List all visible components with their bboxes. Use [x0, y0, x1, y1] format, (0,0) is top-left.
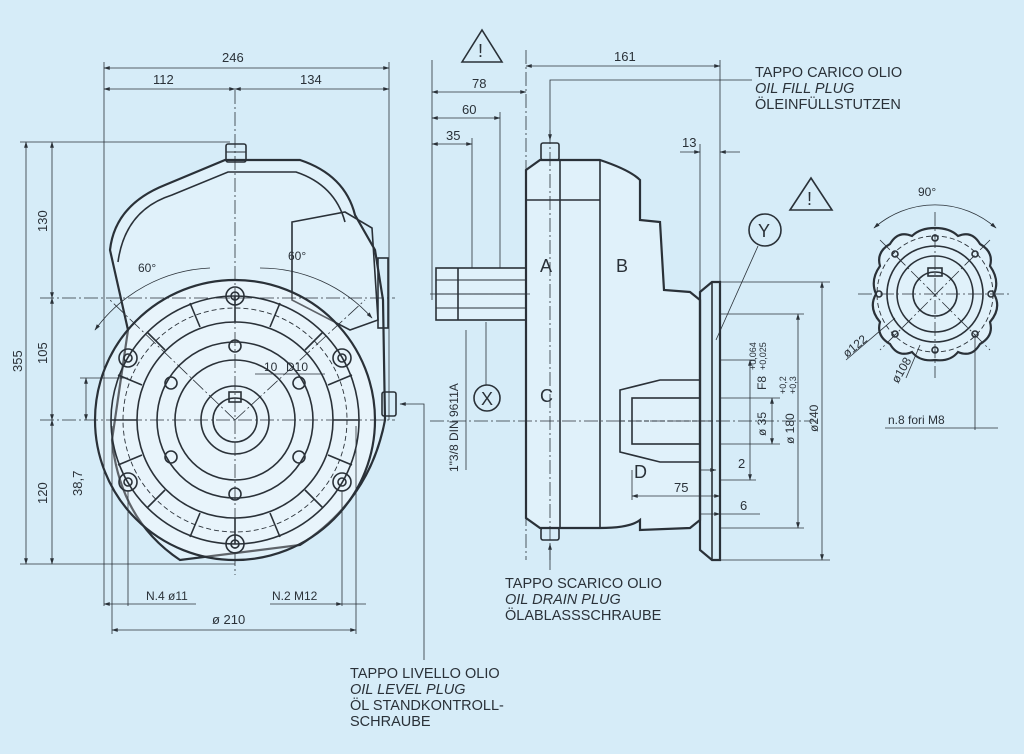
warning-icon-2: ! — [788, 176, 834, 211]
zone-b: B — [616, 256, 628, 276]
angle-right: 60° — [288, 249, 306, 263]
tol-b: +0,025 — [758, 342, 768, 370]
dim-dia-210: ø 210 — [212, 612, 245, 627]
dim-front-right: 134 — [300, 72, 322, 87]
dim-height-bottom: 120 — [35, 482, 50, 504]
dim-dia-35: ø 35 — [755, 412, 769, 436]
callout-fill: TAPPO CARICO OLIO OIL FILL PLUG ÖLEINFÜL… — [548, 65, 902, 141]
shaft-spec: 1"3/8 DIN 9611A — [447, 383, 461, 472]
dim-side-35: 35 — [446, 128, 460, 143]
dim-offset: 38,7 — [70, 471, 85, 496]
dim-holes-n4: N.4 ø11 — [146, 589, 188, 603]
level-label-de1: ÖL STANDKONTROLL- — [350, 696, 504, 714]
flange-detail-view: 90° ø122 ø108 n.8 fori M8 — [840, 185, 1012, 430]
level-label-it: TAPPO LIVELLO OLIO — [350, 666, 500, 682]
tol-a: +0,064 — [748, 342, 758, 370]
dim-dia-240: ø240 — [807, 404, 821, 432]
dim-side-13: 13 — [682, 135, 696, 150]
dim-75: 75 — [674, 480, 688, 495]
callout-level: TAPPO LIVELLO OLIO OIL LEVEL PLUG ÖL STA… — [350, 402, 504, 730]
balloon-x: X — [481, 389, 493, 409]
dim-side-78: 78 — [472, 76, 486, 91]
svg-text:!: ! — [478, 41, 483, 61]
zone-a: A — [540, 256, 552, 276]
front-view: 246 112 134 355 130 105 120 38,7 60° 60°… — [10, 50, 397, 634]
dim-side-161: 161 — [614, 49, 636, 64]
fill-label-de: ÖLEINFÜLLSTUTZEN — [755, 95, 901, 113]
front-dimensions — [20, 62, 390, 634]
tol-d: +0,3 — [788, 376, 798, 394]
warning-icon: ! — [460, 28, 504, 63]
fill-label-it: TAPPO CARICO OLIO — [755, 65, 902, 81]
tol-c: +0,2 — [778, 376, 788, 394]
dim-front-overall: 246 — [222, 50, 244, 65]
level-label-en: OIL LEVEL PLUG — [350, 682, 466, 698]
drain-label-de: ÖLABLASSSCHRAUBE — [505, 606, 662, 624]
zone-d: D — [634, 462, 647, 482]
dim-holes-n2: N.2 M12 — [272, 589, 318, 603]
dim-key: 10 — [264, 360, 278, 374]
callout-drain: TAPPO SCARICO OLIO OIL DRAIN PLUG ÖLABLA… — [505, 543, 662, 624]
holes-m8: n.8 fori M8 — [888, 413, 945, 427]
side-dimensions — [431, 60, 830, 561]
angle-left: 60° — [138, 261, 156, 275]
fit-f8: F8 — [755, 376, 769, 390]
fill-label-en: OIL FILL PLUG — [755, 81, 854, 97]
dim-height-top: 130 — [35, 210, 50, 232]
dim-height-total: 355 — [10, 350, 25, 372]
balloon-y: Y — [758, 221, 770, 241]
level-label-de2: SCHRAUBE — [350, 714, 431, 730]
angle-90: 90° — [918, 185, 936, 199]
dim-side-60: 60 — [462, 102, 476, 117]
dim-6: 6 — [740, 498, 747, 513]
dim-front-left: 112 — [153, 72, 174, 87]
dim-2: 2 — [738, 456, 745, 471]
dim-height-mid: 105 — [35, 342, 50, 364]
svg-text:!: ! — [807, 189, 812, 209]
zone-c: C — [540, 386, 553, 406]
drain-label-it: TAPPO SCARICO OLIO — [505, 576, 662, 592]
drain-label-en: OIL DRAIN PLUG — [505, 592, 621, 608]
dim-dia-108: ø108 — [888, 355, 914, 386]
dim-bore: D10 — [286, 360, 308, 374]
dim-dia-122: ø122 — [840, 332, 870, 361]
dim-dia-180: ø 180 — [783, 413, 797, 444]
side-view: 161 78 60 35 13 1"3/8 DIN 9611A F8 +0,06… — [430, 28, 834, 562]
